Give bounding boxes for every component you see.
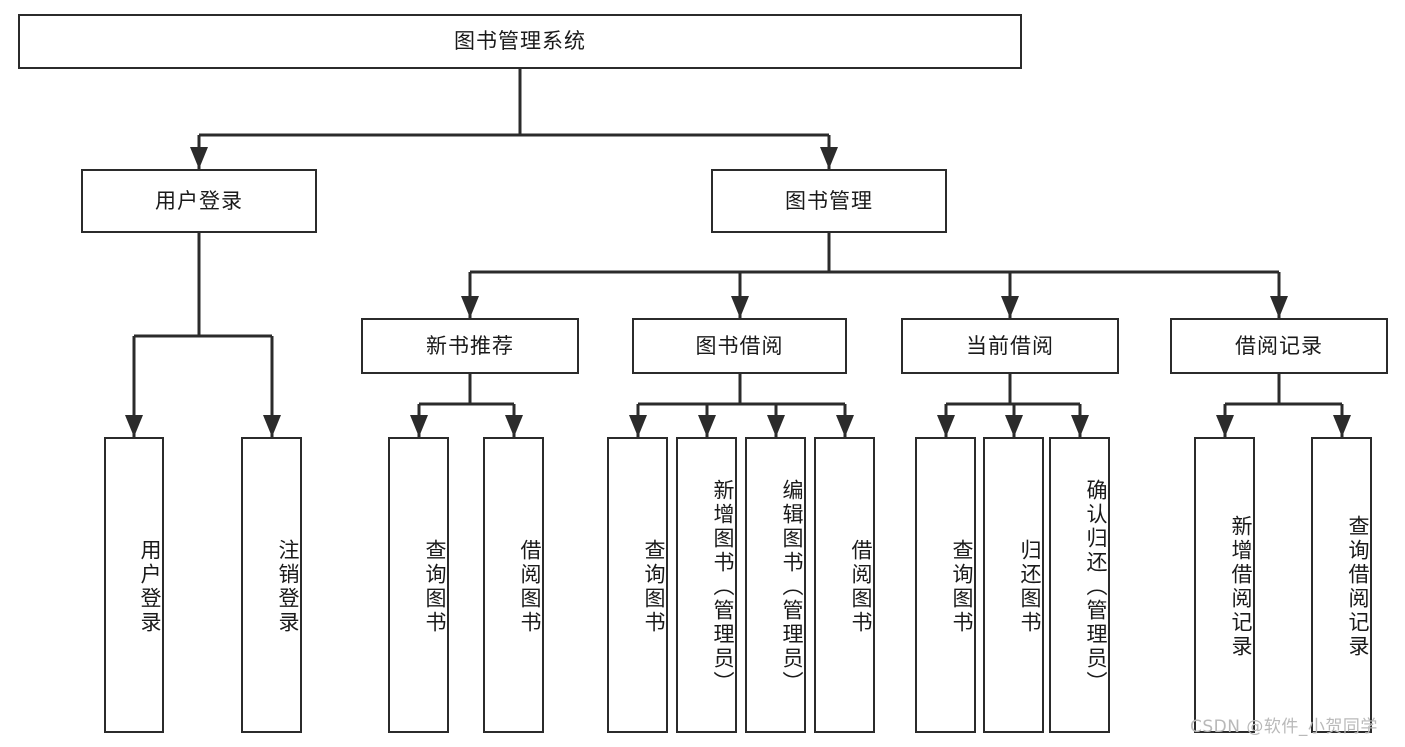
node-label: 确认归还（管理员）	[1084, 479, 1108, 695]
node-label: 查询图书	[950, 539, 974, 635]
watermark: CSDN @软件_小贺同学	[1190, 717, 1378, 737]
node-label: 图书管理系统	[454, 29, 586, 54]
node-new-book-recommend[interactable]: 新书推荐	[361, 318, 579, 374]
edge-arrow-leaf-logout	[263, 415, 281, 437]
node-label: 新增借阅记录	[1229, 515, 1253, 659]
node-label: 借阅记录	[1235, 333, 1323, 358]
node-leaf-query-book-1[interactable]: 查询图书	[388, 437, 449, 733]
edge-arrow-leaf-confirm-return-admin	[1071, 415, 1089, 437]
node-leaf-query-book-2[interactable]: 查询图书	[607, 437, 668, 733]
edge-arrow-leaf-add-book-admin	[698, 415, 716, 437]
edge-arrow-book-management	[820, 147, 838, 169]
node-leaf-return-book[interactable]: 归还图书	[983, 437, 1044, 733]
node-label: 借阅图书	[518, 539, 542, 635]
edge-arrow-leaf-borrow-book-1	[505, 415, 523, 437]
edge-arrow-current-borrow	[1001, 296, 1019, 318]
edge-arrow-leaf-borrow-book-2	[836, 415, 854, 437]
node-leaf-edit-book-admin[interactable]: 编辑图书（管理员）	[745, 437, 806, 733]
node-label: 编辑图书（管理员）	[780, 479, 804, 695]
node-label: 新增图书（管理员）	[711, 479, 735, 695]
edge-arrow-user-login	[190, 147, 208, 169]
node-label: 注销登录	[276, 539, 300, 635]
edge-arrow-book-borrow	[731, 296, 749, 318]
node-label: 查询图书	[423, 539, 447, 635]
node-label: 归还图书	[1018, 539, 1042, 635]
node-label: 图书借阅	[695, 333, 784, 358]
edge-arrow-new-book-recommend	[461, 296, 479, 318]
edge-arrow-leaf-query-book-3	[937, 415, 955, 437]
node-label: 用户登录	[138, 539, 162, 635]
node-leaf-confirm-return-admin[interactable]: 确认归还（管理员）	[1049, 437, 1110, 733]
edge-arrow-leaf-query-borrow-record	[1333, 415, 1351, 437]
node-leaf-logout[interactable]: 注销登录	[241, 437, 302, 733]
node-book-borrow[interactable]: 图书借阅	[632, 318, 847, 374]
node-borrow-record[interactable]: 借阅记录	[1170, 318, 1388, 374]
edge-arrow-leaf-add-borrow-record	[1216, 415, 1234, 437]
node-label: 借阅图书	[849, 539, 873, 635]
node-leaf-add-borrow-record[interactable]: 新增借阅记录	[1194, 437, 1255, 733]
edge-arrow-leaf-query-book-1	[410, 415, 428, 437]
node-leaf-borrow-book-2[interactable]: 借阅图书	[814, 437, 875, 733]
node-label: 图书管理	[785, 188, 873, 213]
node-label: 用户登录	[155, 188, 243, 213]
edge-arrow-borrow-record	[1270, 296, 1288, 318]
node-leaf-add-book-admin[interactable]: 新增图书（管理员）	[676, 437, 737, 733]
node-current-borrow[interactable]: 当前借阅	[901, 318, 1119, 374]
node-label: 新书推荐	[426, 333, 514, 358]
node-label: 当前借阅	[966, 333, 1054, 358]
node-label: 查询借阅记录	[1346, 515, 1370, 659]
node-leaf-borrow-book-1[interactable]: 借阅图书	[483, 437, 544, 733]
node-user-login[interactable]: 用户登录	[81, 169, 317, 233]
node-book-management[interactable]: 图书管理	[711, 169, 947, 233]
edge-arrow-leaf-return-book	[1005, 415, 1023, 437]
node-label: 查询图书	[642, 539, 666, 635]
node-leaf-query-book-3[interactable]: 查询图书	[915, 437, 976, 733]
node-leaf-user-login[interactable]: 用户登录	[104, 437, 164, 733]
edge-arrow-leaf-user-login	[125, 415, 143, 437]
node-leaf-query-borrow-record[interactable]: 查询借阅记录	[1311, 437, 1372, 733]
edge-arrow-leaf-query-book-2	[629, 415, 647, 437]
edge-arrow-leaf-edit-book-admin	[767, 415, 785, 437]
node-root[interactable]: 图书管理系统	[18, 14, 1022, 69]
